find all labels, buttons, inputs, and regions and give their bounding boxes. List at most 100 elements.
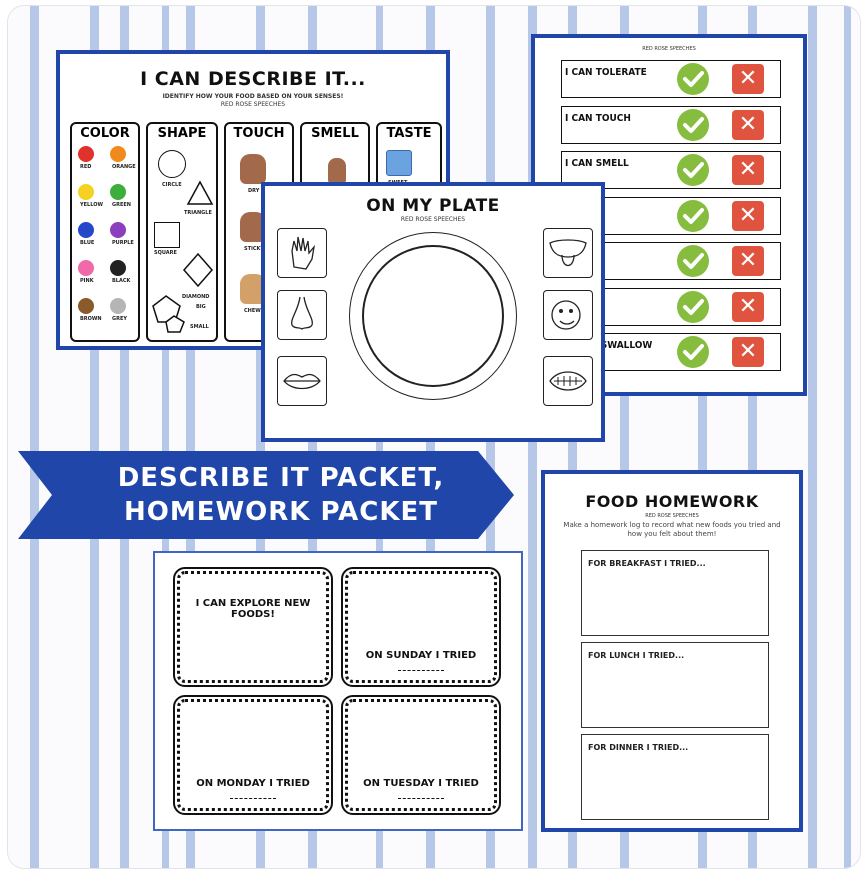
plate-icon (349, 232, 517, 400)
describe-subtitle: IDENTIFY HOW YOUR FOOD BASED ON YOUR SEN… (162, 93, 344, 100)
tolerate-row-label: N AND SWALLOW (565, 340, 653, 351)
x-icon: ✕ (732, 155, 764, 185)
on-my-plate-card: ON MY PLATE RED ROSE SPEECHES (261, 182, 605, 442)
taste-header: TASTE (386, 126, 432, 141)
color-swatch-icon (78, 184, 94, 200)
teeth-sense-icon (543, 356, 593, 406)
tolerate-row-label: I CAN TOUCH (565, 112, 631, 124)
big-label: BIG (196, 304, 206, 310)
homework-instructions: Make a homework log to record what new f… (563, 521, 781, 538)
color-swatch-icon (110, 146, 126, 162)
sunday-panel: ON SUNDAY I TRIED (341, 567, 501, 687)
color-swatch-label: PINK (80, 278, 94, 284)
triangle-label: TRIANGLE (184, 210, 212, 216)
color-swatch-icon (110, 184, 126, 200)
color-swatch-icon (78, 146, 94, 162)
tuesday-panel-text: ON TUESDAY I TRIED (363, 778, 479, 789)
x-icon: ✕ (732, 246, 764, 276)
monday-panel: ON MONDAY I TRIED (173, 695, 333, 815)
diamond-label: DIAMOND (182, 294, 210, 300)
color-swatch-label: BLUE (80, 240, 95, 246)
dinner-box: FOR DINNER I TRIED... (581, 734, 769, 820)
check-icon (677, 245, 709, 277)
tolerate-row: I CAN TOLERATE ✕ (561, 60, 781, 98)
describe-brand: RED ROSE SPEECHES (220, 101, 286, 108)
x-icon: ✕ (732, 337, 764, 367)
homework-title: FOOD HOMEWORK (585, 492, 759, 511)
smell-header: SMELL (311, 126, 359, 141)
small-label: SMALL (190, 324, 209, 330)
monday-panel-text: ON MONDAY I TRIED (196, 778, 310, 789)
explore-panel-text: I CAN EXPLORE NEW FOODS! (195, 598, 311, 620)
explore-foods-card: I CAN EXPLORE NEW FOODS! ON SUNDAY I TRI… (153, 551, 523, 831)
color-swatch-icon (110, 260, 126, 276)
dry-hand-icon (240, 154, 266, 184)
touch-header: TOUCH (233, 126, 285, 141)
breakfast-label: FOR BREAKFAST I TRIED... (588, 559, 706, 568)
color-swatch-label: BLACK (112, 278, 131, 284)
check-icon (677, 199, 709, 232)
x-icon: ✕ (732, 64, 764, 94)
nose-icon (328, 158, 346, 184)
square-label: SQUARE (154, 250, 177, 256)
chewy-label: CHEWY (244, 308, 265, 314)
color-swatch-label: RED (80, 164, 92, 170)
color-swatch-icon (78, 260, 94, 276)
tolerate-brand: RED ROSE SPEECHES (642, 46, 696, 52)
describe-title: I CAN DESCRIBE IT... (140, 68, 366, 90)
hand-sense-icon (277, 228, 327, 278)
plate-brand: RED ROSE SPEECHES (400, 216, 466, 223)
lunch-label: FOR LUNCH I TRIED... (588, 651, 685, 660)
explore-panel: I CAN EXPLORE NEW FOODS! (173, 567, 333, 687)
shape-header: SHAPE (157, 126, 207, 141)
circle-label: CIRCLE (162, 182, 182, 188)
homework-brand: RED ROSE SPEECHES (645, 513, 699, 519)
diamond-shape-icon (183, 252, 213, 288)
packet-banner: DESCRIBE IT PACKET, HOMEWORK PACKET (18, 451, 514, 539)
dry-label: DRY (248, 188, 260, 194)
food-homework-card: FOOD HOMEWORK RED ROSE SPEECHES Make a h… (541, 470, 803, 832)
lunch-box: FOR LUNCH I TRIED... (581, 642, 769, 728)
tolerate-row: I CAN TOUCH ✕ (561, 105, 781, 144)
check-icon (677, 290, 709, 323)
triangle-shape-icon (186, 180, 214, 205)
x-icon: ✕ (732, 109, 764, 140)
square-shape-icon (154, 222, 180, 248)
plate-title: ON MY PLATE (366, 196, 500, 216)
color-swatch-icon (110, 222, 126, 238)
shape-column: SHAPE CIRCLE TRIANGLE SQUARE DIAMOND BIG… (146, 122, 218, 342)
color-swatch-label: GREEN (112, 202, 131, 208)
check-icon (677, 154, 709, 186)
dinner-label: FOR DINNER I TRIED... (588, 743, 689, 752)
tuesday-panel: ON TUESDAY I TRIED (341, 695, 501, 815)
product-image: I CAN DESCRIBE IT... IDENTIFY HOW YOUR F… (8, 6, 860, 868)
color-swatch-label: PURPLE (112, 240, 134, 246)
tongue-sense-icon (543, 228, 593, 278)
sticky-label: STICKY (244, 246, 265, 252)
banner-line-1: DESCRIBE IT PACKET, (117, 463, 445, 493)
x-icon: ✕ (732, 291, 764, 322)
nose-sense-icon (277, 290, 327, 340)
circle-shape-icon (158, 150, 186, 178)
lips-sense-icon (277, 356, 327, 406)
color-swatch-label: BROWN (80, 316, 102, 322)
sunday-panel-text: ON SUNDAY I TRIED (365, 650, 477, 661)
color-swatch-icon (78, 298, 94, 314)
tolerate-row-label: I CAN TOLERATE (565, 67, 647, 78)
pentagon-shapes-icon (152, 295, 185, 333)
breakfast-box: FOR BREAKFAST I TRIED... (581, 550, 769, 636)
check-icon (677, 336, 709, 368)
color-swatch-label: GREY (112, 316, 127, 322)
eating-face-icon (543, 290, 593, 340)
color-swatch-label: ORANGE (112, 164, 136, 170)
x-icon: ✕ (732, 200, 764, 231)
yogurt-icon (386, 150, 412, 176)
check-icon (677, 108, 709, 141)
check-icon (677, 63, 709, 95)
color-swatch-icon (110, 298, 126, 314)
banner-line-2: HOMEWORK PACKET (123, 497, 438, 527)
color-swatch-icon (78, 222, 94, 238)
color-header: COLOR (80, 126, 130, 141)
tolerate-row-label: I CAN SMELL (565, 158, 629, 169)
